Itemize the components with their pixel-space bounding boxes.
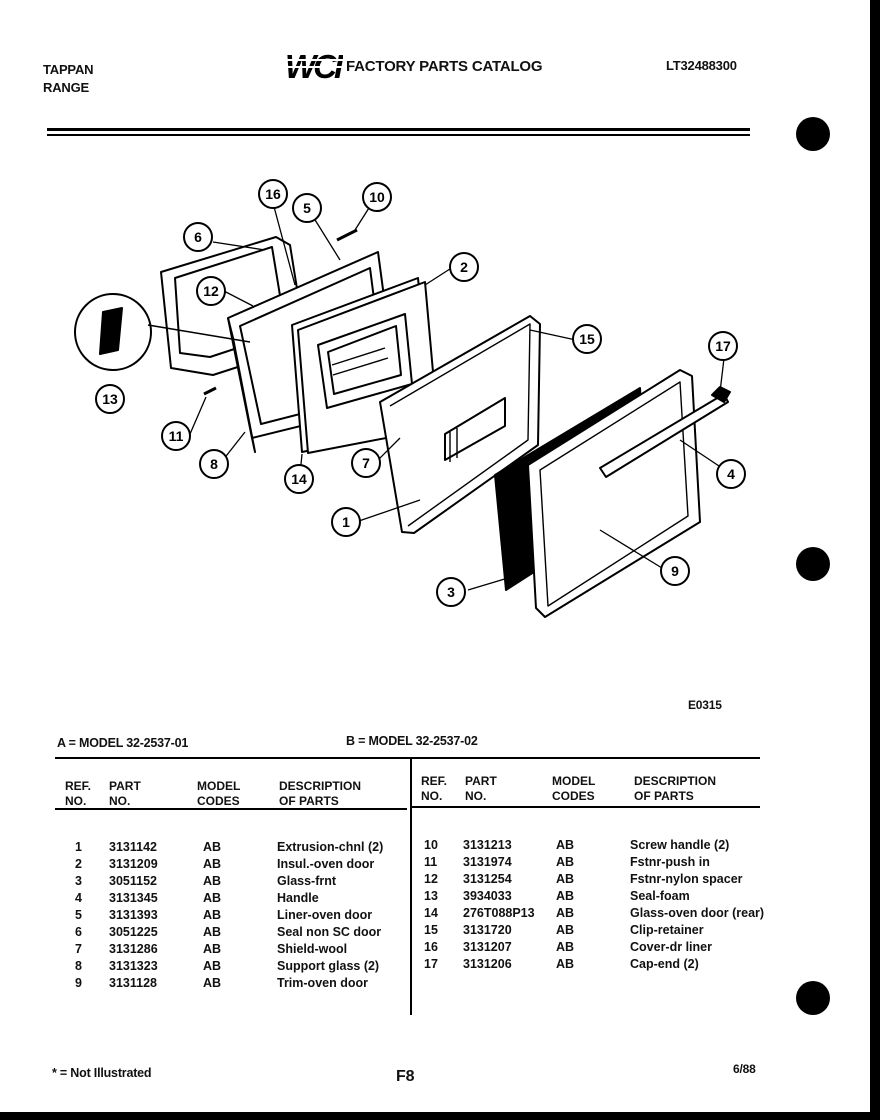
table-row: 1 3131142 AB Extrusion-chnl (2) [75, 840, 384, 854]
footnote-not-illustrated: * = Not Illustrated [52, 1066, 152, 1080]
svg-text:2: 2 [460, 259, 468, 275]
table-row: 6 3051225 AB Seal non SC door [75, 925, 382, 939]
header-ref-no: REF. NO. [421, 774, 448, 803]
header-ref-no: REF. NO. [65, 779, 92, 808]
part-end-cap [711, 386, 731, 403]
svg-text:14: 14 [291, 471, 307, 487]
parts-table: REF. NO. PART NO. MODEL CODES DESCRIPTIO… [55, 757, 765, 1017]
svg-text:11: 11 [169, 428, 184, 444]
model-b-label: B = MODEL 32-2537-02 [346, 734, 478, 748]
table-row: 12 3131254 AB Fstnr-nylon spacer [424, 872, 743, 886]
table-row: 2 3131209 AB Insul.-oven door [75, 857, 375, 871]
table-row: 3 3051152 AB Glass-frnt [75, 874, 337, 888]
part-screw-handle [336, 228, 358, 242]
brand-label: TAPPAN [43, 62, 94, 77]
table-row: 9 3131128 AB Trim-oven door [75, 976, 368, 990]
svg-text:16: 16 [265, 186, 281, 202]
svg-text:17: 17 [715, 338, 731, 354]
header-description: DESCRIPTION OF PARTS [279, 779, 362, 808]
binder-hole [796, 981, 830, 1015]
svg-text:9: 9 [671, 563, 679, 579]
catalog-title: FACTORY PARTS CATALOG [346, 58, 543, 75]
callout-16 [258, 179, 288, 209]
page-number: F8 [396, 1068, 415, 1085]
part-trim-oven-door [527, 369, 701, 618]
callout-17 [708, 331, 738, 361]
svg-text:1: 1 [342, 514, 350, 530]
svg-text:6: 6 [194, 229, 202, 245]
callout-10 [362, 182, 392, 212]
header-rule [47, 128, 750, 131]
binder-hole [796, 117, 830, 151]
header-part-no: PART NO. [109, 779, 141, 808]
header-part-no: PART NO. [465, 774, 497, 803]
callout-2 [449, 252, 479, 282]
part-fastener-push-in [203, 386, 217, 396]
header-rule [47, 134, 750, 136]
table-row: 8 3131323 AB Support glass (2) [75, 959, 380, 973]
header-model-codes: MODEL CODES [552, 774, 596, 803]
svg-text:7: 7 [362, 455, 370, 471]
table-column-divider [410, 757, 412, 1015]
part-door-window-cutout [444, 397, 506, 461]
callout-8 [199, 449, 229, 479]
table-header-rule-left [55, 808, 407, 810]
svg-text:13: 13 [102, 391, 118, 407]
callout-15 [572, 324, 602, 354]
table-row: 17 3131206 AB Cap-end (2) [424, 957, 699, 971]
callout-9 [660, 556, 690, 586]
callout-5 [292, 193, 322, 223]
table-row: 13 3934033 AB Seal-foam [424, 889, 690, 903]
svg-text:10: 10 [369, 189, 385, 205]
table-header-rule-right [412, 806, 760, 808]
part-handle [599, 393, 729, 478]
exploded-oven-door-diagram: 1 2 3 4 5 6 7 8 9 10 11 12 13 14 15 16 1… [74, 179, 746, 618]
header-model-codes: MODEL CODES [197, 779, 241, 808]
table-row: 7 3131286 AB Shield-wool [75, 942, 348, 956]
scan-edge-right [870, 0, 880, 1120]
catalog-number: LT32488300 [666, 58, 737, 73]
svg-text:15: 15 [579, 331, 595, 347]
svg-text:8: 8 [210, 456, 218, 472]
callout-12 [196, 276, 226, 306]
diagram-code: E0315 [688, 698, 722, 712]
model-a-label: A = MODEL 32-2537-01 [57, 736, 189, 750]
table-row: 4 3131345 AB Handle [75, 891, 319, 905]
callout-7 [351, 448, 381, 478]
table-row: 10 3131213 AB Screw handle (2) [424, 838, 730, 852]
svg-text:4: 4 [727, 466, 735, 482]
table-row: 16 3131207 AB Cover-dr liner [424, 940, 712, 954]
scan-edge-bottom [0, 1112, 880, 1120]
callout-1 [331, 507, 361, 537]
revision-date: 6/88 [733, 1062, 756, 1076]
callout-3 [436, 577, 466, 607]
table-row: 11 3131974 AB Fstnr-push in [424, 855, 710, 869]
table-top-rule [55, 757, 760, 759]
svg-text:5: 5 [303, 200, 311, 216]
table-row: 5 3131393 AB Liner-oven door [75, 908, 373, 922]
svg-text:12: 12 [203, 283, 219, 299]
binder-hole [796, 547, 830, 581]
header-description: DESCRIPTION OF PARTS [634, 774, 717, 803]
table-row: 15 3131720 AB Clip-retainer [424, 923, 704, 937]
callout-4 [716, 459, 746, 489]
table-row: 14 276T088P13 AB Glass-oven door (rear) [424, 906, 765, 920]
wci-logo: WCI [285, 50, 343, 82]
callout-14 [284, 464, 314, 494]
callout-11 [161, 421, 191, 451]
callout-6 [183, 222, 213, 252]
product-label: RANGE [43, 80, 89, 95]
callout-13 [95, 384, 125, 414]
svg-text:3: 3 [447, 584, 455, 600]
